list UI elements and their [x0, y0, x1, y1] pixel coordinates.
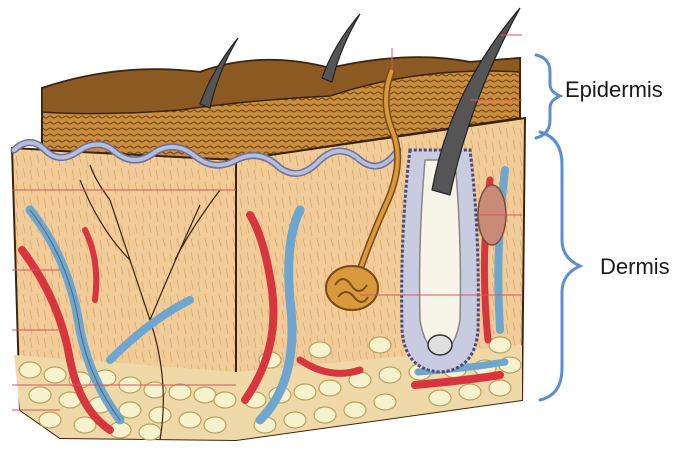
fat-cell: [19, 362, 41, 378]
fat-cell: [149, 407, 171, 423]
fat-cell: [39, 412, 61, 428]
epidermis-label: Epidermis: [565, 77, 663, 103]
fat-cell: [344, 402, 366, 418]
dermis-bracket: [540, 132, 580, 400]
dermis-label: Dermis: [600, 254, 670, 280]
fat-cell: [294, 384, 316, 400]
fat-cell: [179, 412, 201, 428]
fat-cell: [139, 424, 161, 440]
fat-cell: [429, 390, 451, 406]
fat-cell: [459, 384, 481, 400]
fat-cell: [284, 412, 306, 428]
epidermis-bracket: [536, 55, 560, 138]
fat-cell: [214, 392, 236, 408]
fat-cell: [44, 367, 66, 383]
fat-cell: [314, 407, 336, 423]
fat-cell: [194, 387, 216, 403]
fat-cell: [379, 367, 401, 383]
fat-cell: [369, 337, 391, 353]
fat-cell: [29, 387, 51, 403]
fat-cell: [204, 417, 226, 433]
fat-cell: [319, 380, 341, 396]
fat-cell: [489, 380, 511, 396]
fat-cell: [489, 337, 511, 353]
fat-cell: [169, 384, 191, 400]
fat-cell: [309, 342, 331, 358]
fat-cell: [374, 394, 396, 410]
